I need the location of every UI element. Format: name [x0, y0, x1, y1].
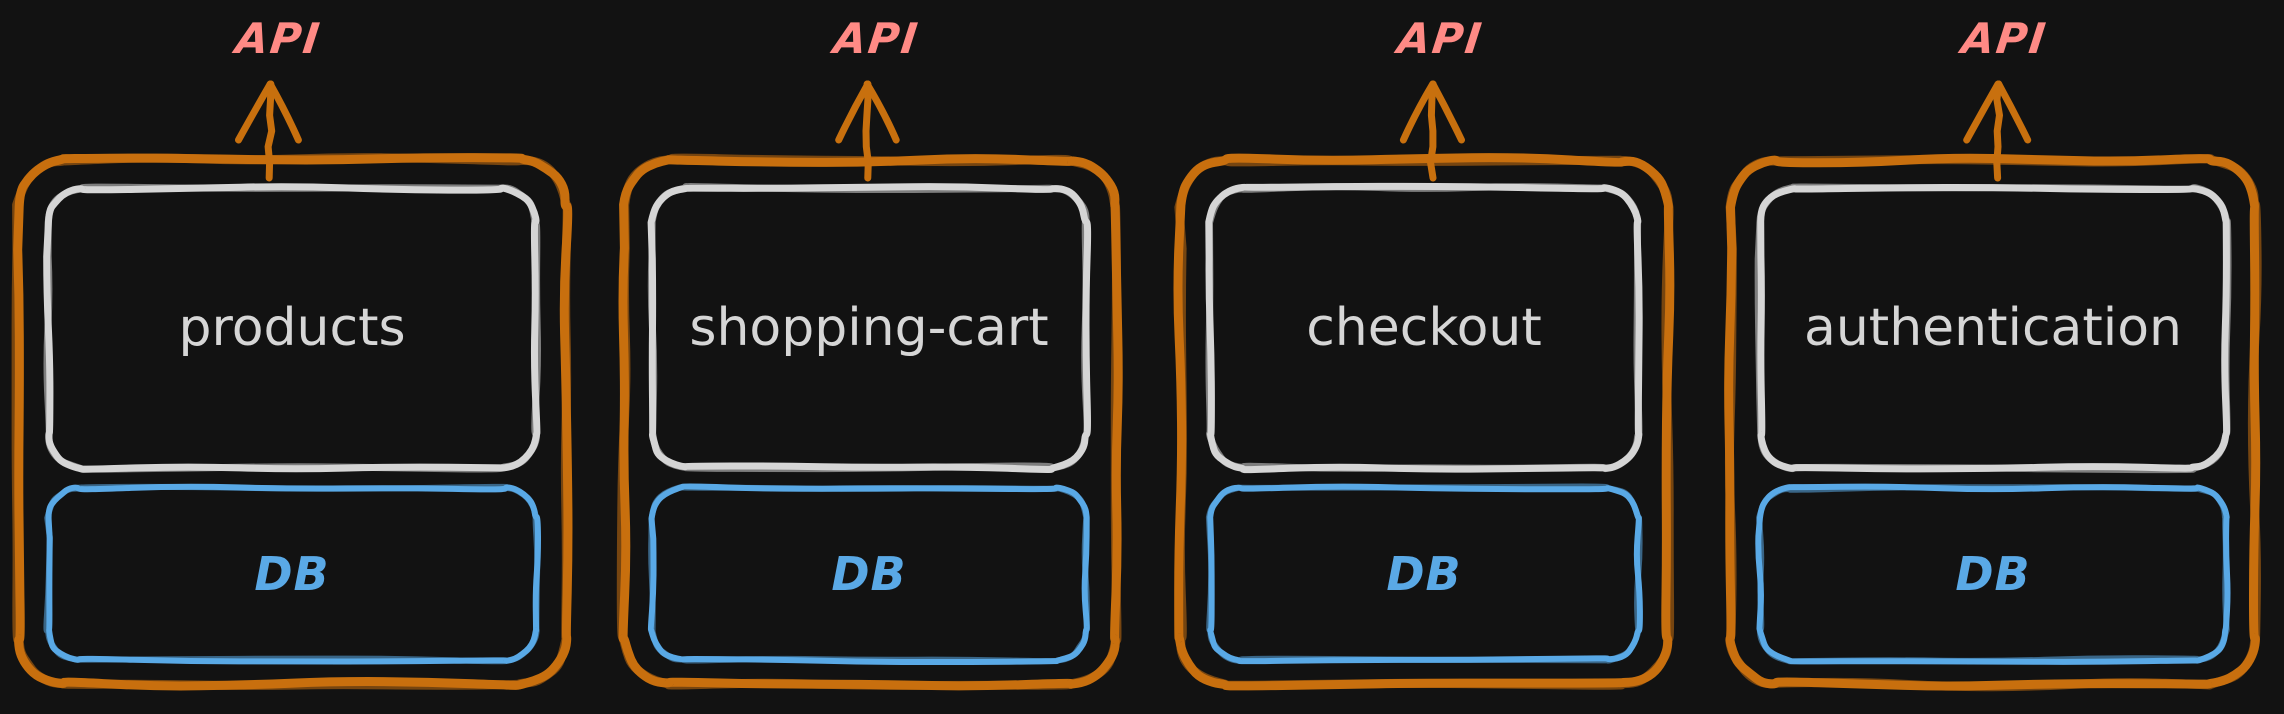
service-group-authentication[interactable] — [1730, 160, 2255, 684]
service-group-shopping-cart[interactable] — [624, 160, 1116, 684]
service-group-checkout[interactable] — [1180, 160, 1668, 684]
service-group-products[interactable] — [18, 160, 566, 684]
